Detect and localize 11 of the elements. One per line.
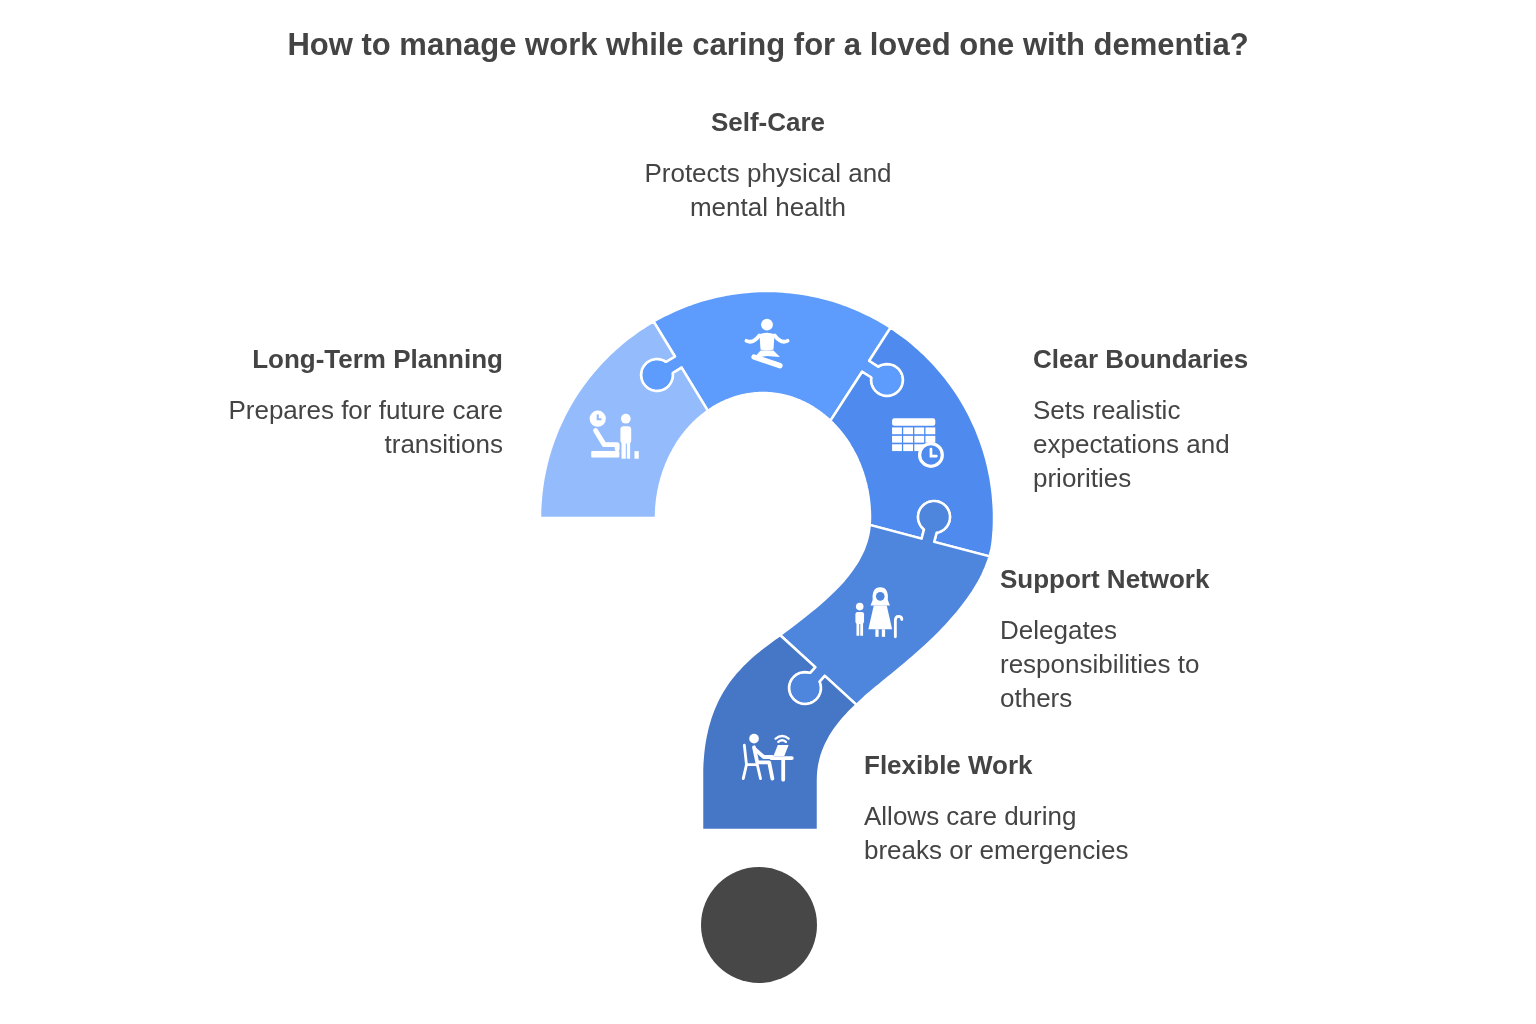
description: Sets realistic expectations and priorities (1033, 394, 1231, 495)
description: Delegates responsibilities to others (1000, 614, 1201, 715)
heading: Long-Term Planning (252, 343, 503, 376)
title: How to manage work while caring for a loved one with dementia? (287, 26, 1249, 64)
heading: Support Network (1000, 563, 1210, 596)
heading: Self-Care (710, 106, 826, 139)
heading: Flexible Work (864, 749, 1033, 782)
heading: Clear Boundaries (1033, 343, 1249, 376)
description: Allows care during breaks or emergencies (864, 800, 1130, 867)
description: Prepares for future care transitions (227, 394, 503, 461)
description: Protects physical and mental health (643, 157, 893, 224)
